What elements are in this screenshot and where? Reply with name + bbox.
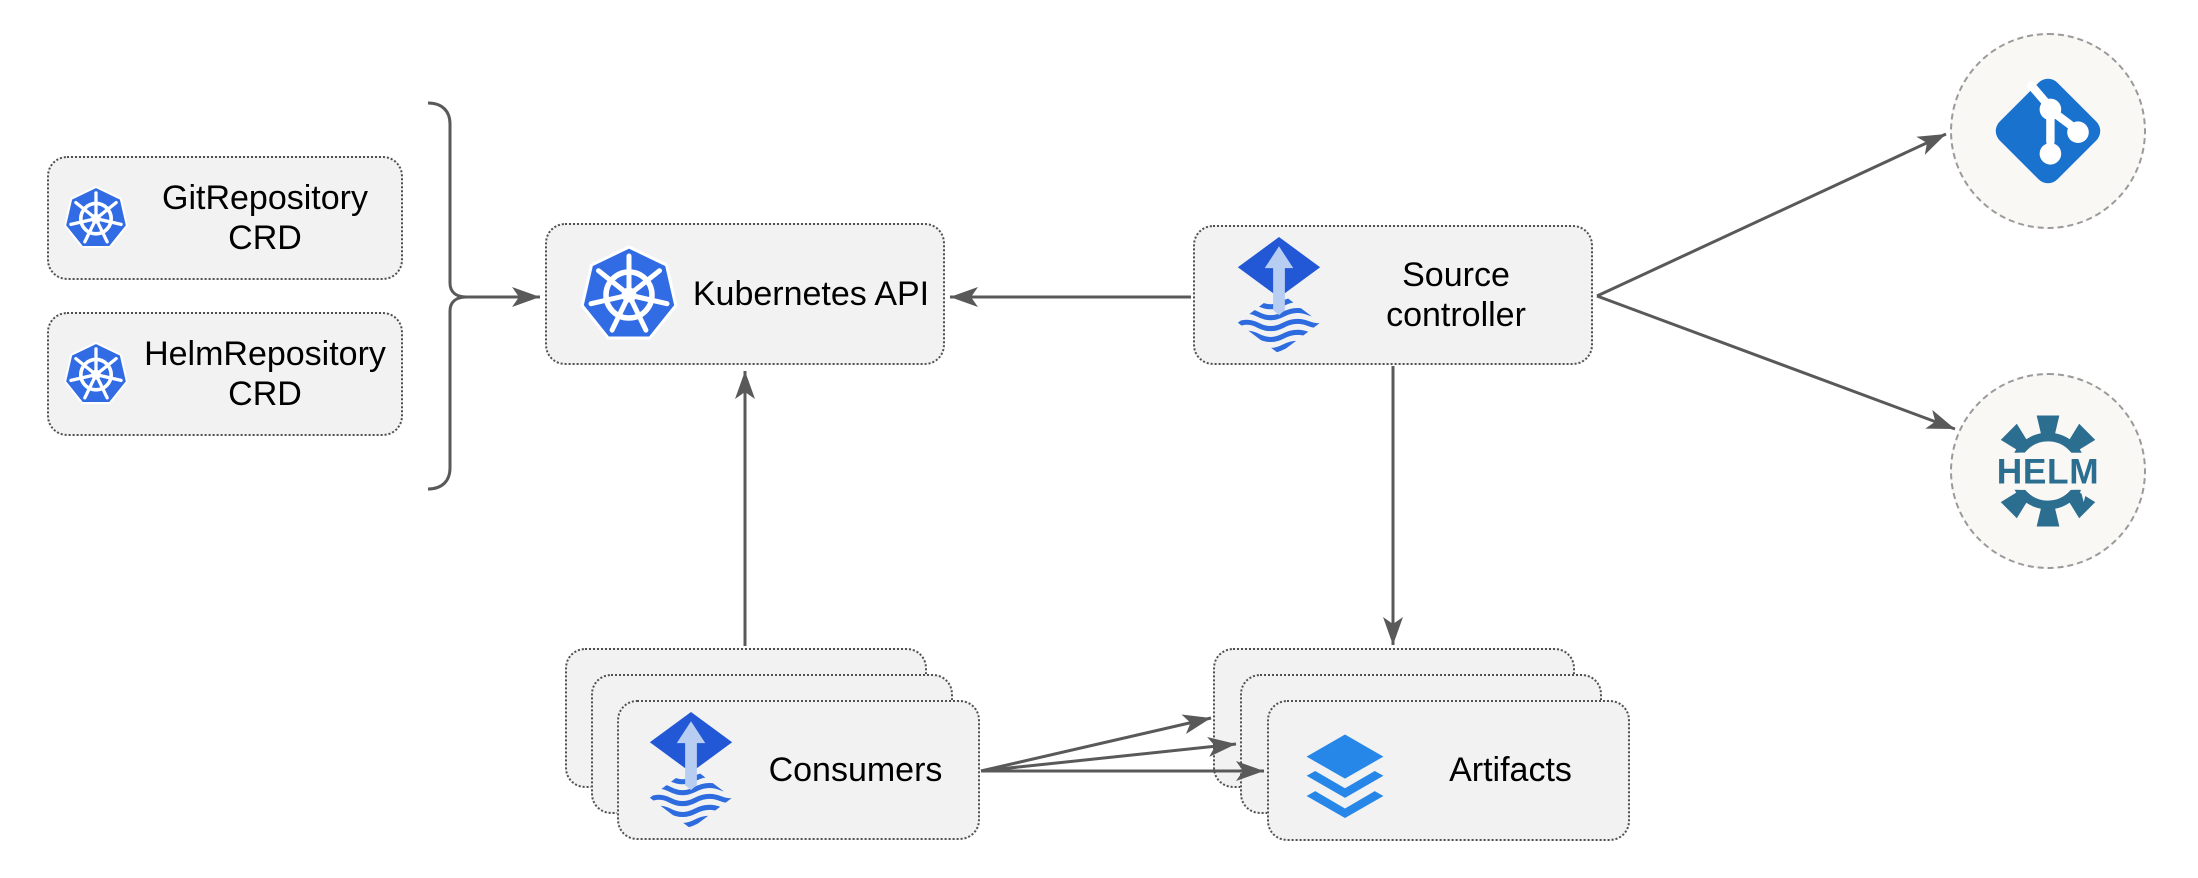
node-label-kubernetes-api: Kubernetes API bbox=[692, 274, 930, 313]
edge-consumers-to-artifacts-2 bbox=[980, 737, 1237, 773]
helm-logo-text: HELM bbox=[1997, 453, 2099, 492]
kubernetes-icon bbox=[64, 185, 128, 249]
flux-icon bbox=[1237, 237, 1321, 353]
node-helm-source: HELM bbox=[1950, 373, 2146, 569]
flux-icon bbox=[649, 712, 733, 828]
edge-consumers-to-artifacts-1 bbox=[980, 714, 1212, 773]
node-label-source-controller: Source controller bbox=[1386, 255, 1526, 334]
kubernetes-icon bbox=[64, 341, 128, 405]
edge-source-controller-to-git bbox=[1596, 132, 1947, 298]
node-gitrepository-crd: GitRepository CRD bbox=[47, 156, 403, 280]
node-source-controller: Source controller bbox=[1193, 225, 1593, 365]
node-kubernetes-api: Kubernetes API bbox=[545, 223, 945, 365]
helm-icon: HELM bbox=[1990, 415, 2105, 527]
layers-icon bbox=[1306, 734, 1384, 818]
node-git-source bbox=[1950, 33, 2146, 229]
node-helmrepository-crd: HelmRepository CRD bbox=[47, 312, 403, 436]
node-artifacts: Artifacts bbox=[1267, 700, 1630, 841]
node-label-consumers: Consumers bbox=[768, 750, 943, 789]
node-label-helmrepository-crd: HelmRepository CRD bbox=[144, 334, 386, 413]
node-consumers: Consumers bbox=[617, 700, 980, 840]
git-icon bbox=[1995, 78, 2101, 184]
kubernetes-icon bbox=[580, 245, 678, 340]
edge-source-controller-to-helm bbox=[1596, 294, 1956, 431]
node-label-gitrepository-crd: GitRepository CRD bbox=[162, 178, 368, 257]
edge-crds-bracket bbox=[427, 101, 467, 491]
node-label-artifacts: Artifacts bbox=[1449, 751, 1572, 790]
